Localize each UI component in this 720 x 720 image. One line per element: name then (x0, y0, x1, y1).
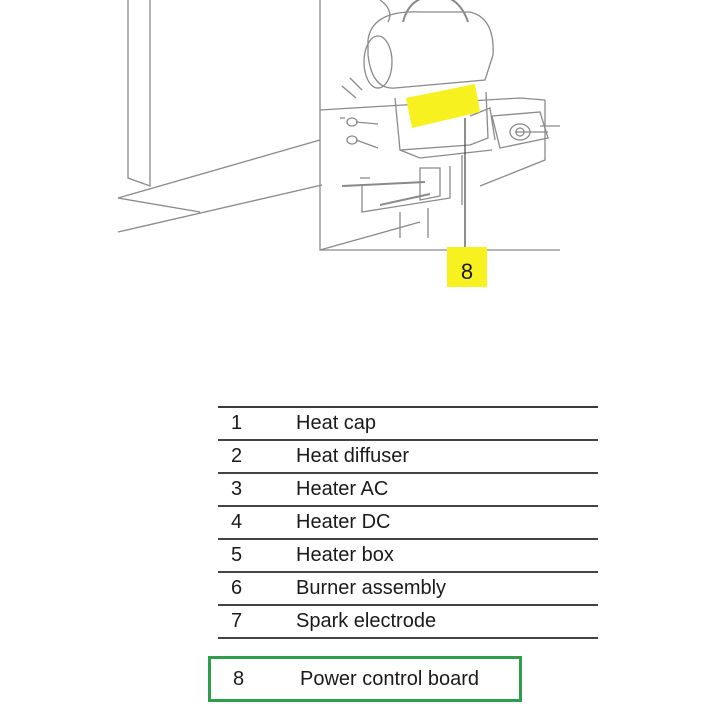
legend-row: 4 Heater DC (218, 507, 598, 540)
part-number: 3 (231, 478, 243, 500)
highlighted-part-row: 8 Power control board (208, 656, 522, 702)
burner-box (394, 91, 489, 151)
legend-row: 7 Spark electrode (218, 606, 598, 639)
appliance-diagram (117, 0, 560, 251)
part-label: Heater DC (296, 511, 391, 533)
callout-number: 8 (460, 259, 474, 284)
part-number: 7 (231, 610, 243, 632)
part-number: 1 (231, 412, 243, 434)
part-label: Burner assembly (296, 577, 447, 599)
cabinet-left-edge (127, 0, 151, 187)
legend-row: 2 Heat diffuser (218, 441, 598, 474)
part-label: Heater box (296, 544, 394, 566)
part-label: Heat diffuser (296, 445, 410, 467)
heat-cap-cylinder (367, 11, 494, 89)
part-label: Heat cap (296, 412, 377, 434)
parts-legend-table: 1 Heat cap 2 Heat diffuser 3 Heater AC 4… (218, 406, 598, 639)
part-number: 4 (231, 511, 243, 533)
part-number: 6 (231, 577, 243, 599)
part-number: 8 (233, 667, 245, 690)
part-label: Power control board (300, 667, 479, 690)
legend-row: 6 Burner assembly (218, 573, 598, 606)
part-number: 2 (231, 445, 243, 467)
legend-row: 3 Heater AC (218, 474, 598, 507)
part-label: Spark electrode (296, 610, 437, 632)
part-label: Heater AC (296, 478, 389, 500)
callout-8: 8 (447, 247, 487, 287)
part-number: 5 (231, 544, 243, 566)
power-control-board-highlight (406, 84, 480, 128)
control-block (491, 111, 549, 149)
legend-row: 1 Heat cap (218, 408, 598, 441)
legend-row: 5 Heater box (218, 540, 598, 573)
